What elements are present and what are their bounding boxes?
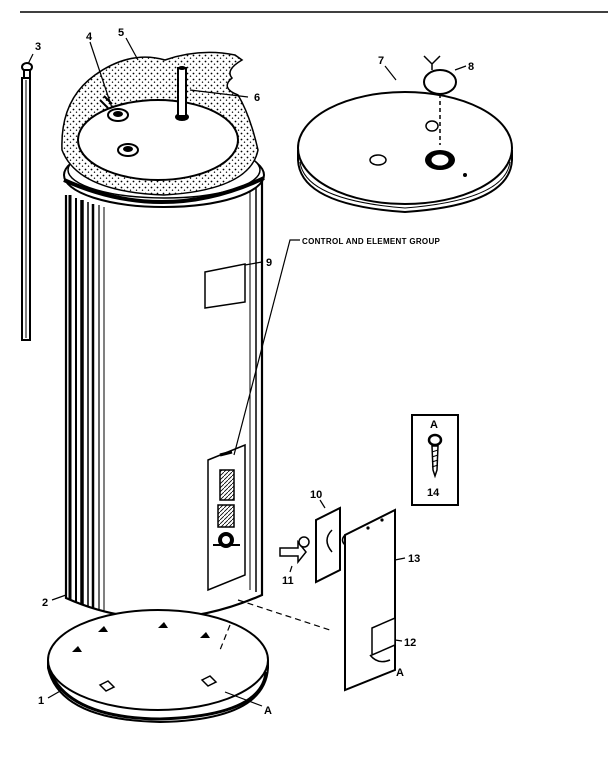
label-a-base: A: [264, 705, 272, 717]
label-part-11: 11: [282, 575, 294, 587]
tank-top: [77, 95, 239, 181]
label-part-2: 2: [42, 597, 48, 609]
label-part-10: 10: [310, 489, 322, 501]
control-element-group: [207, 239, 300, 592]
anode-rod: [21, 53, 34, 341]
thermostat-cover: [315, 499, 341, 584]
label-part-5: 5: [118, 27, 124, 39]
label-part-1: 1: [38, 695, 44, 707]
label-part-13: 13: [408, 553, 420, 565]
access-panel: [341, 508, 406, 692]
label-part-4: 4: [86, 31, 93, 43]
base-pan: [47, 609, 269, 724]
rating-label: [204, 261, 263, 309]
top-cover: [297, 55, 513, 214]
label-part-12: 12: [404, 637, 416, 649]
fitting-screw: [279, 536, 310, 573]
label-part-6: 6: [254, 92, 260, 104]
leader-lines: [47, 37, 139, 699]
label-part-3: 3: [35, 41, 41, 53]
label-a-panel: A: [396, 667, 404, 679]
label-part-14: 14: [427, 487, 440, 499]
label-a-screw: A: [430, 419, 438, 431]
control-group-caption: CONTROL AND ELEMENT GROUP: [302, 237, 441, 246]
label-part-7: 7: [378, 55, 384, 67]
screw-detail-box: [411, 414, 459, 506]
assembly-dash-line: [219, 599, 331, 651]
label-part-9: 9: [266, 257, 272, 269]
label-part-8: 8: [468, 61, 474, 73]
dip-tube: [177, 66, 249, 117]
